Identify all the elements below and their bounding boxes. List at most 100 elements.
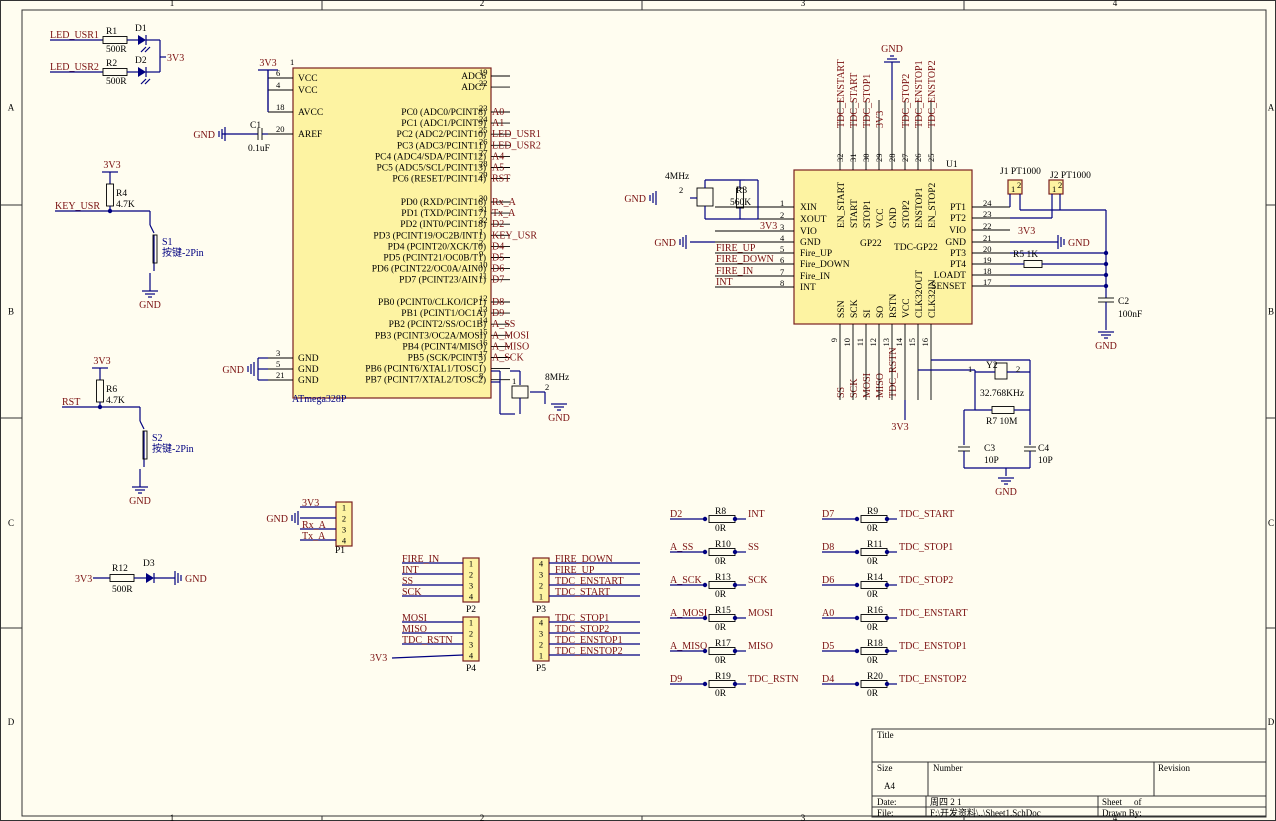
mcu-net-label: RST	[492, 174, 510, 185]
mcu-pin-number: 5	[276, 359, 280, 369]
mcu-pin-number: 18	[276, 102, 285, 112]
crystal-32k	[994, 362, 1008, 380]
mcu-pin-number: 31	[479, 204, 488, 214]
switch-contact	[139, 420, 145, 430]
jumper-ref: R14	[867, 573, 883, 583]
tdc-pin-number: 23	[983, 209, 992, 219]
tdc-part: TDC-GP22	[894, 243, 938, 253]
file-value: F:\开发资料\..\Sheet1.SchDoc	[930, 807, 1041, 818]
resistor-value: 4.7K	[116, 200, 135, 210]
mcu-net-label: Rx_A	[492, 197, 517, 208]
led-resistor	[102, 68, 128, 76]
ground-label: GND	[548, 413, 570, 424]
key-pullup-resistor	[106, 183, 114, 207]
tdc-pin-name: GND	[889, 207, 899, 228]
junction-dot	[702, 615, 708, 621]
tdc-pin-number: 30	[861, 154, 871, 163]
connector-net-label: TDC_START	[555, 587, 610, 598]
p3-body	[532, 557, 550, 603]
tdc-pin-number: 19	[983, 255, 992, 265]
led-net-label: LED_USR1	[50, 30, 99, 41]
switch-contact	[149, 224, 155, 234]
mcu-supply-label: 3V3	[259, 58, 276, 69]
jumper-value: 0R	[715, 656, 727, 666]
ground-label: GND	[193, 130, 215, 141]
junction-dot	[732, 615, 738, 621]
connector-net-label: Tx_A	[302, 531, 326, 542]
crystal-pin: 2	[679, 185, 683, 195]
mcu-pin-number: 25	[479, 125, 488, 135]
tdc-pin-number: 9	[829, 338, 839, 342]
tdc-net-label: 3V3	[760, 221, 777, 232]
tdc-pin-number: 26	[913, 154, 923, 163]
mcu-pin-number: 16	[479, 337, 488, 347]
mcu-pin-number: 11	[479, 271, 487, 281]
mcu-net-label: Tx_A	[492, 208, 516, 219]
jumper-value: 0R	[867, 656, 879, 666]
tdc-pin-number: 6	[780, 255, 784, 265]
jumper-ref: R17	[715, 639, 731, 649]
connector-ref: P1	[335, 546, 345, 556]
tdc-pin-name: ENSTOP1	[915, 187, 925, 228]
junction-dot	[702, 681, 708, 687]
jumper-from-label: A0	[822, 608, 834, 619]
led-resistor	[102, 36, 128, 44]
connector-pin-number: 2	[539, 640, 543, 650]
tdc-pin-name: XIN	[800, 203, 817, 213]
mcu-pin-name: VCC	[298, 74, 318, 84]
jumper-value: 0R	[867, 590, 879, 600]
ground-label: GND	[624, 194, 646, 205]
mcu-net-label: D4	[492, 241, 504, 252]
jumper-ref: R13	[715, 573, 731, 583]
tdc-pin-name: CLK32IN	[928, 279, 938, 318]
crystal-pin: 1	[512, 376, 516, 386]
key-supply-label: 3V3	[103, 160, 120, 171]
connector-ref: P2	[466, 605, 476, 615]
resistor-ref: R2	[106, 59, 117, 69]
tdc-net-label: 3V3	[875, 111, 886, 128]
junction-dot	[854, 516, 860, 522]
cap-value: 10P	[984, 456, 999, 466]
connector-ref: P4	[466, 664, 476, 674]
mcu-pin-name: PB6 (PCINT6/XTAL1/TOSC1)	[365, 364, 486, 375]
crystal-ref: Y2	[986, 361, 998, 371]
mcu-pin-number: 17	[479, 349, 488, 359]
connector-net-label: Rx_A	[302, 520, 327, 531]
junction-dot	[854, 549, 860, 555]
tdc-pin-name: INT	[800, 283, 816, 293]
connector-ref: P3	[536, 605, 546, 615]
connector-pin-number: 3	[539, 629, 543, 639]
crystal-4mhz	[696, 187, 714, 207]
connector-pin-number: 4	[469, 651, 474, 661]
connector-net-label: TDC_STOP2	[555, 624, 609, 635]
tdc-pin-number: 27	[900, 154, 910, 163]
switch-actuator	[152, 234, 158, 264]
jumper-from-label: A_MOSI	[670, 608, 707, 619]
tdc-pin-name: SCK	[850, 299, 860, 318]
tdc-pin-name: EN_STOP2	[928, 183, 938, 228]
junction-dot	[1103, 272, 1109, 278]
tdc-pin-number: 7	[780, 267, 784, 277]
j2-label: J2 PT1000	[1050, 171, 1091, 181]
mcu-pin-number: 6	[276, 68, 280, 78]
date-value: 周四 2 1	[930, 797, 962, 807]
jumper-from-label: A_MISO	[670, 641, 707, 652]
ground-label: GND	[139, 300, 161, 311]
column-zone-label: 2	[480, 813, 485, 821]
tdc-pin-name: STOP2	[902, 200, 912, 228]
tdc-pin-number: 18	[983, 266, 992, 276]
connector-pin-number: 1	[469, 559, 473, 569]
connector-ref: P5	[536, 664, 546, 674]
mcu-net-label: D6	[492, 264, 504, 275]
column-zone-label: 2	[480, 0, 485, 8]
mcu-pin-number: 2	[479, 237, 483, 247]
tdc-pin-name: GND	[945, 238, 966, 248]
crystal-8mhz	[511, 385, 529, 399]
r7-resistor	[991, 406, 1015, 414]
row-zone-label: A	[8, 103, 15, 113]
key-net-label: RST	[62, 397, 80, 408]
tdc-pin-number: 17	[983, 277, 992, 287]
junction-dot	[854, 582, 860, 588]
connector-net-label: TDC_ENSTOP1	[555, 635, 623, 646]
